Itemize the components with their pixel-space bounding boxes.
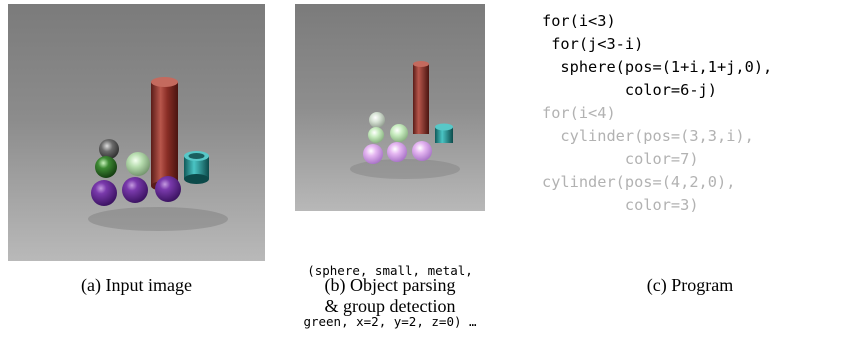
- code-line-7: color=7): [542, 150, 699, 168]
- code-line-1: for(i<3): [542, 12, 616, 30]
- input-scene: [8, 4, 265, 261]
- parsed-object-line-1: (sphere, small, metal,: [307, 263, 473, 278]
- code-line-5: for(i<4): [542, 104, 616, 122]
- caption-object-parsing-line-2: & group detection: [324, 296, 456, 316]
- parsed-image: [295, 4, 485, 211]
- code-line-4: color=6-j): [542, 81, 717, 99]
- code-line-2: for(j<3-i): [542, 35, 644, 53]
- code-line-9: color=3): [542, 196, 699, 214]
- caption-object-parsing: (b) Object parsing & group detection: [290, 275, 490, 317]
- caption-program: (c) Program: [646, 275, 734, 295]
- input-image: [8, 4, 265, 261]
- code-line-3: sphere(pos=(1+i,1+j,0),: [542, 58, 773, 76]
- parsed-scene: [295, 4, 485, 211]
- code-line-6: cylinder(pos=(3,3,i),: [542, 127, 754, 145]
- code-line-8: cylinder(pos=(4,2,0),: [542, 173, 736, 191]
- caption-input-image: (a) Input image: [81, 275, 192, 295]
- program-code: for(i<3) for(j<3-i) sphere(pos=(1+i,1+j,…: [542, 10, 772, 217]
- caption-object-parsing-line-1: (b) Object parsing: [324, 275, 456, 295]
